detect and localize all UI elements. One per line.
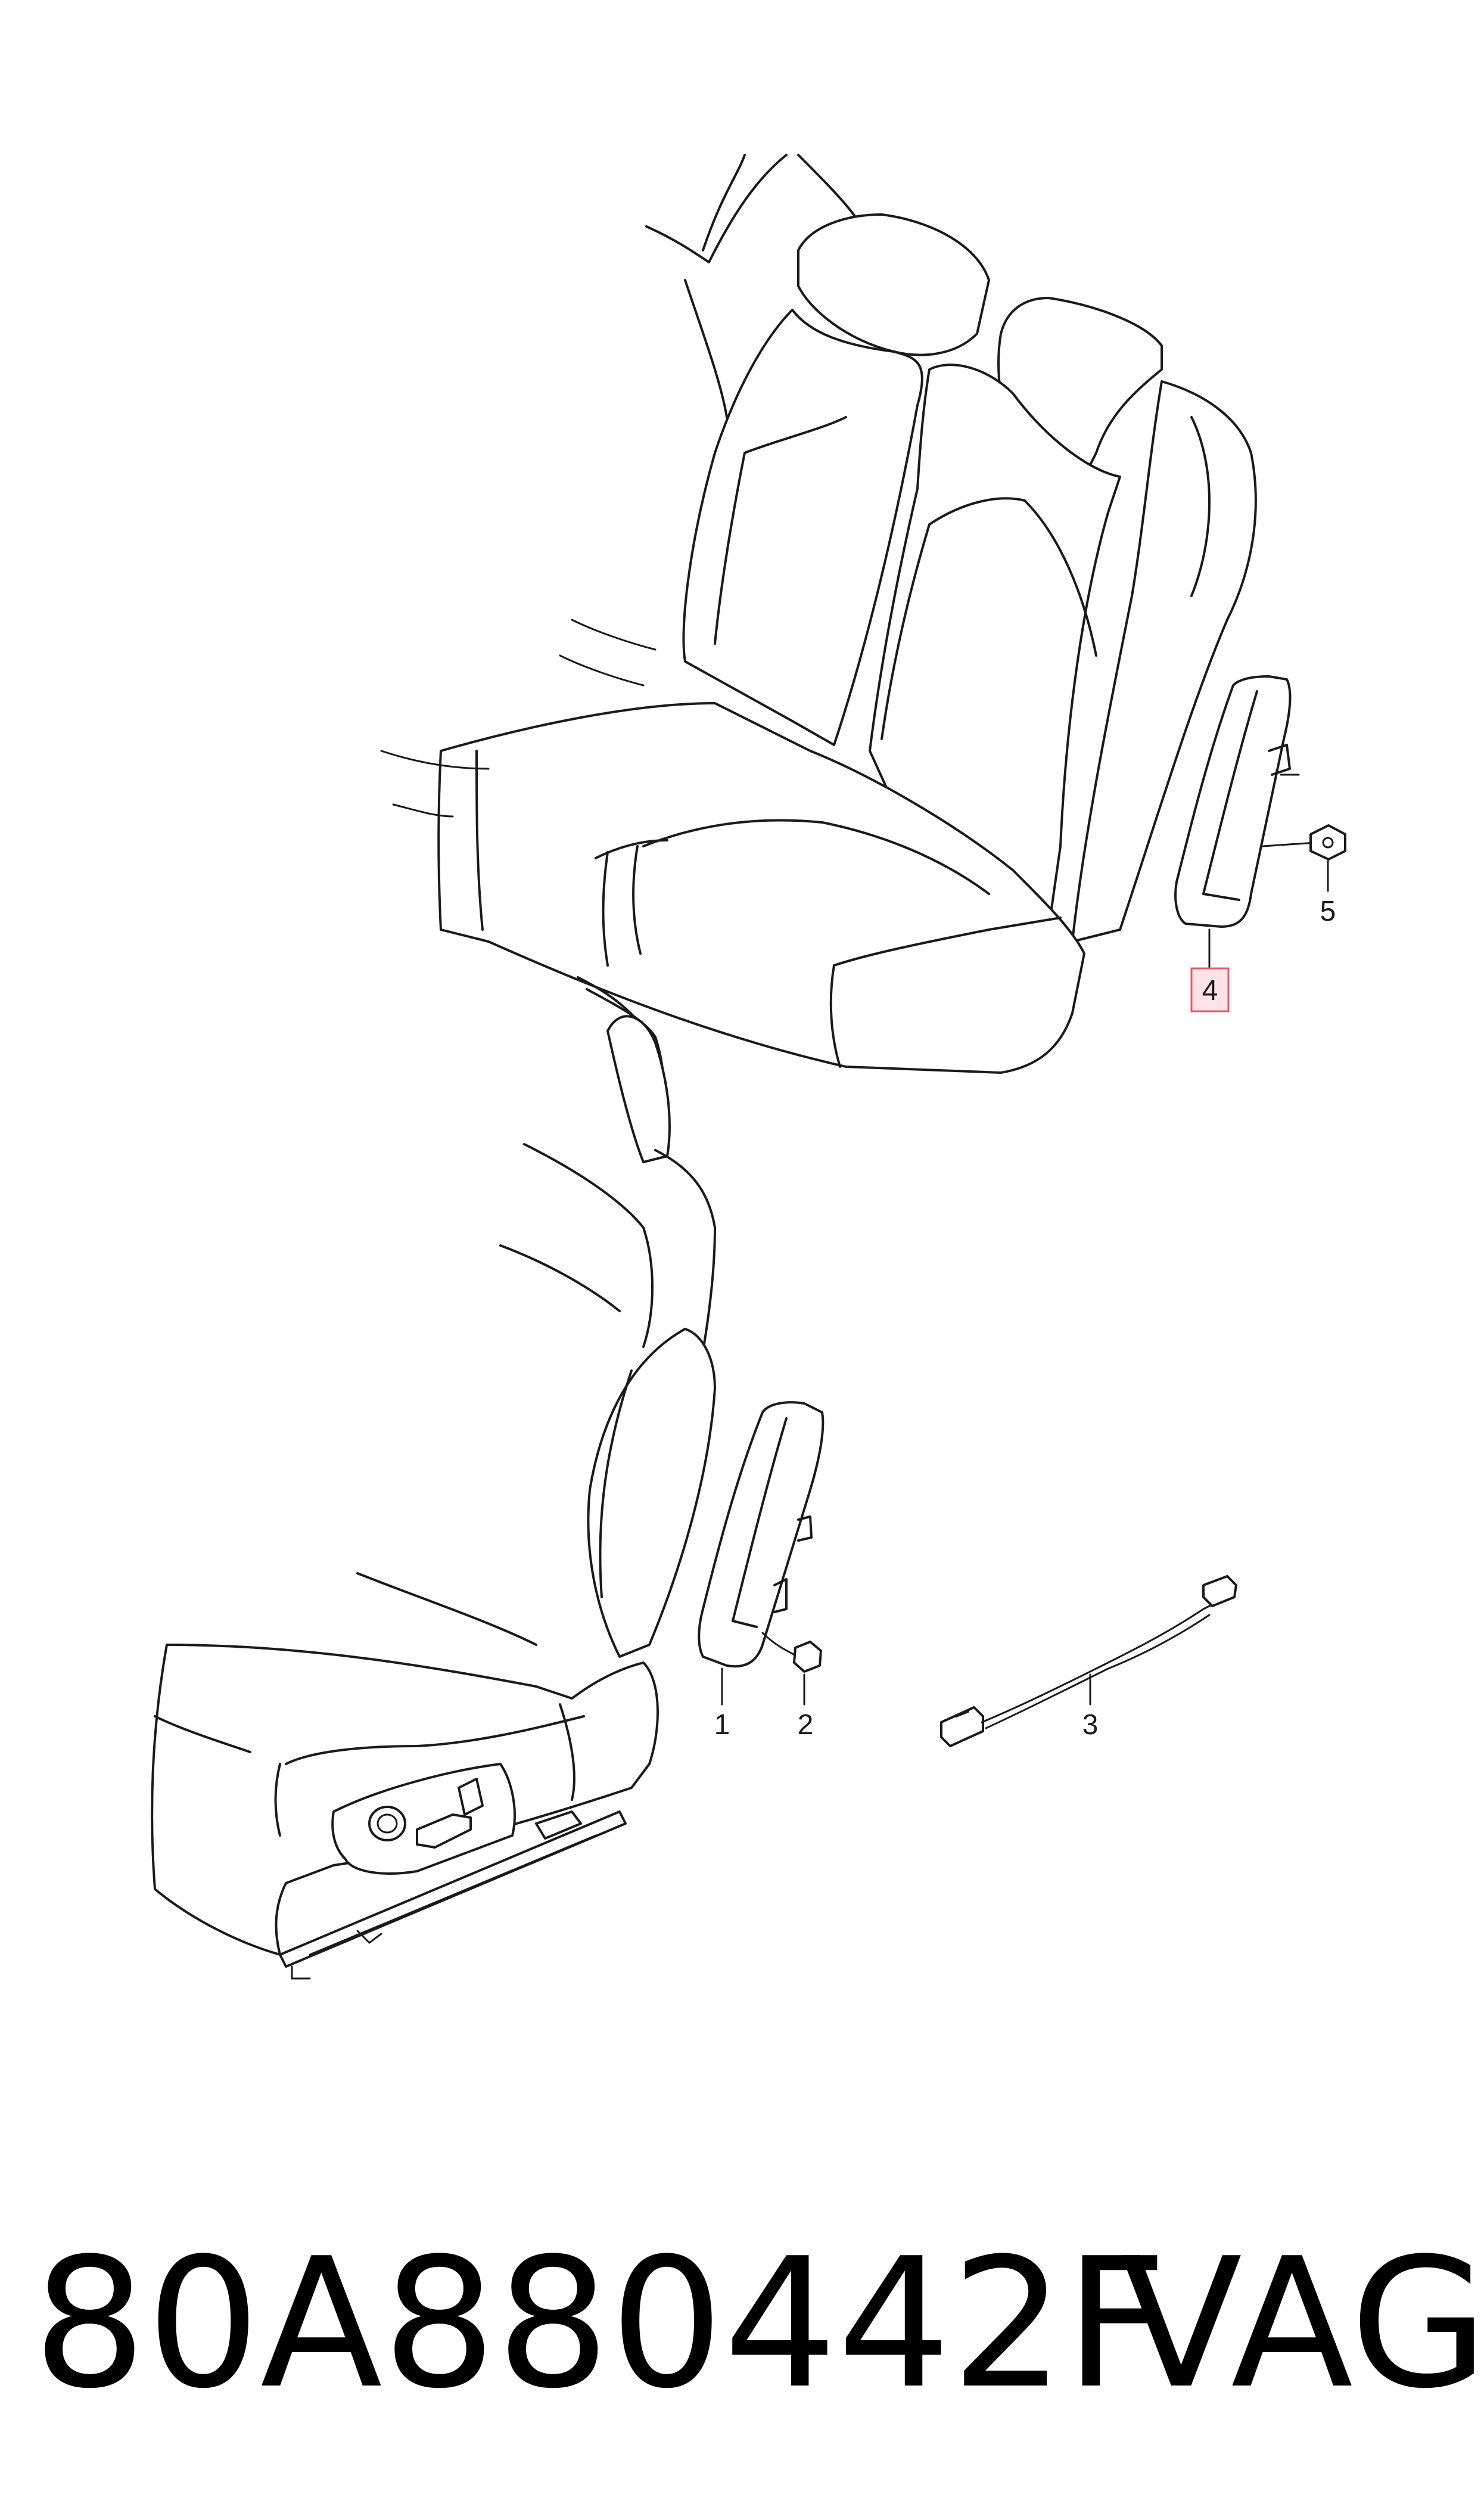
- exploded-parts-diagram: 1 2 3 4 5: [151, 154, 1346, 1980]
- diagram-canvas: 1 2 3 4 5: [151, 154, 1346, 1980]
- part-5-nut[interactable]: [1309, 824, 1346, 892]
- callout-3[interactable]: 3: [1082, 1709, 1099, 1741]
- part-number-text: 80A880442F: [33, 2220, 1168, 2428]
- part-3-wiring-harness[interactable]: [940, 1575, 1237, 1747]
- part-2-bolt[interactable]: [761, 1632, 822, 1706]
- brand-text: VAG: [1120, 2220, 1484, 2428]
- callout-5[interactable]: 5: [1320, 896, 1336, 927]
- callout-labels: 1 2 3 4 5: [714, 896, 1336, 1741]
- part-4-rear-side-airbag[interactable]: [1174, 675, 1318, 928]
- callout-4[interactable]: 4: [1202, 975, 1218, 1007]
- callout-1[interactable]: 1: [714, 1709, 730, 1741]
- rear-seat-drawing: [380, 154, 1257, 1074]
- front-seat-drawing: [151, 976, 716, 1980]
- part-1-front-side-airbag[interactable]: [698, 1401, 825, 1706]
- callout-4-highlight: [1190, 967, 1230, 1012]
- callout-2[interactable]: 2: [798, 1709, 814, 1741]
